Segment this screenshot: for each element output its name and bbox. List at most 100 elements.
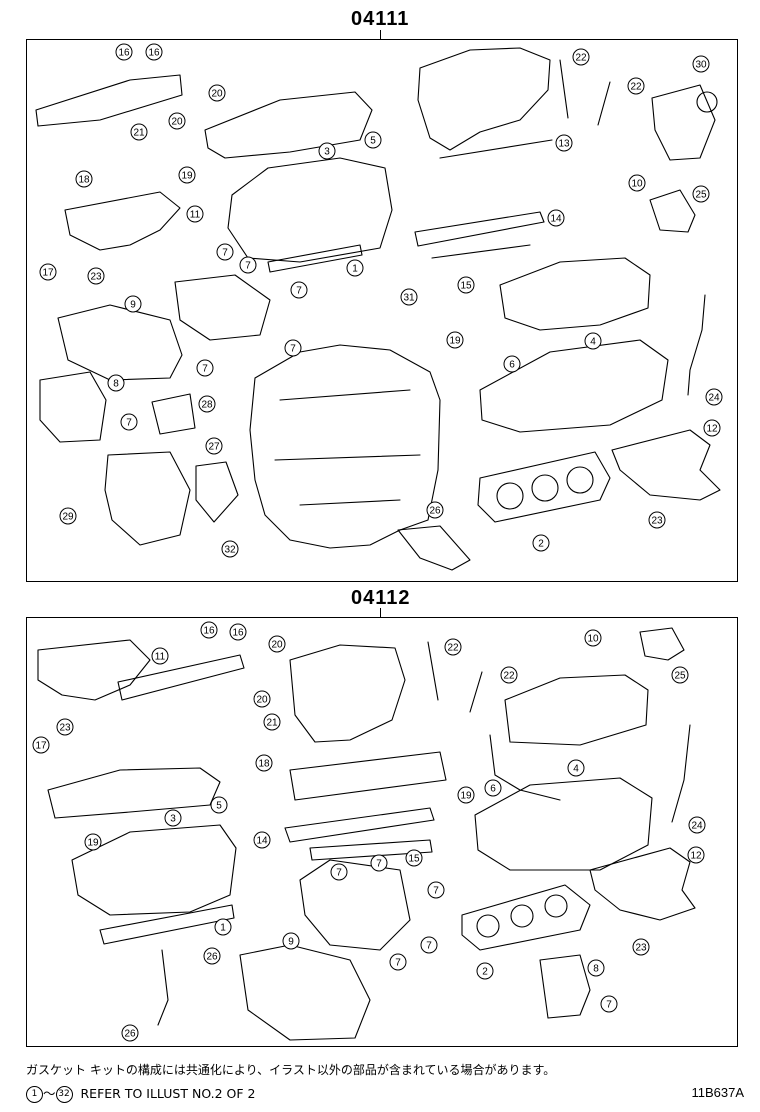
callout-9: 9 bbox=[124, 295, 142, 313]
svg-text:23: 23 bbox=[651, 516, 663, 527]
callout-16: 16 bbox=[229, 623, 247, 641]
svg-text:20: 20 bbox=[271, 640, 283, 651]
callout-14: 14 bbox=[547, 209, 565, 227]
valve-cover-left-part bbox=[204, 91, 373, 159]
svg-text:26: 26 bbox=[124, 1029, 136, 1040]
svg-text:21: 21 bbox=[133, 128, 145, 139]
svg-text:6: 6 bbox=[509, 360, 515, 371]
callout-16: 16 bbox=[145, 43, 163, 61]
callout-5: 5 bbox=[364, 131, 382, 149]
water-pump-part bbox=[649, 189, 696, 233]
callout-15: 15 bbox=[457, 276, 475, 294]
svg-text:20: 20 bbox=[211, 89, 223, 100]
svg-text:30: 30 bbox=[695, 60, 707, 71]
section-leader-04111 bbox=[380, 30, 381, 40]
callout-23: 23 bbox=[648, 511, 666, 529]
callout-21: 21 bbox=[263, 713, 281, 731]
range-tilde: 〜 bbox=[43, 1086, 56, 1101]
callout-30: 30 bbox=[692, 55, 710, 73]
svg-text:7: 7 bbox=[376, 859, 382, 870]
svg-text:24: 24 bbox=[708, 393, 720, 404]
svg-text:20: 20 bbox=[256, 695, 268, 706]
svg-text:16: 16 bbox=[232, 628, 244, 639]
svg-text:26: 26 bbox=[206, 952, 218, 963]
callout-7: 7 bbox=[420, 936, 438, 954]
svg-text:7: 7 bbox=[296, 286, 302, 297]
callout-7: 7 bbox=[389, 953, 407, 971]
callout-16: 16 bbox=[115, 43, 133, 61]
svg-text:16: 16 bbox=[118, 48, 130, 59]
callout-7: 7 bbox=[370, 854, 388, 872]
svg-text:15: 15 bbox=[408, 854, 420, 865]
svg-text:5: 5 bbox=[370, 136, 376, 147]
callout-26: 26 bbox=[203, 947, 221, 965]
svg-text:7: 7 bbox=[126, 418, 132, 429]
callout-2: 2 bbox=[532, 534, 550, 552]
svg-text:7: 7 bbox=[433, 886, 439, 897]
callout-15: 15 bbox=[405, 849, 423, 867]
callout-23: 23 bbox=[56, 718, 74, 736]
svg-text:2: 2 bbox=[482, 967, 488, 978]
callout-4: 4 bbox=[567, 759, 585, 777]
timing-case-part bbox=[104, 451, 191, 546]
callout-19: 19 bbox=[446, 331, 464, 349]
callout-1: 1 bbox=[214, 918, 232, 936]
svg-text:27: 27 bbox=[208, 442, 220, 453]
timing-belt-cover-part-b bbox=[239, 944, 371, 1041]
callout-18: 18 bbox=[75, 170, 93, 188]
callout-22: 22 bbox=[627, 77, 645, 95]
svg-text:3: 3 bbox=[324, 147, 330, 158]
callout-12: 12 bbox=[703, 419, 721, 437]
svg-text:1: 1 bbox=[352, 264, 358, 275]
callout-28: 28 bbox=[198, 395, 216, 413]
footer-note-jp: ガスケット キットの構成には共通化により、イラスト以外の部品が含まれている場合が… bbox=[26, 1063, 556, 1077]
callout-4: 4 bbox=[584, 332, 602, 350]
exhaust-manifold-left-part bbox=[64, 191, 181, 251]
svg-text:7: 7 bbox=[222, 248, 228, 259]
callout-22: 22 bbox=[444, 638, 462, 656]
callout-25: 25 bbox=[671, 666, 689, 684]
callout-10: 10 bbox=[628, 174, 646, 192]
range-text: REFER TO ILLUST NO.2 OF 2 bbox=[80, 1086, 256, 1101]
timing-cover-part-b bbox=[299, 859, 411, 951]
footer-range-note: 1〜32 REFER TO ILLUST NO.2 OF 2 bbox=[26, 1083, 256, 1103]
rocker-rail-part bbox=[35, 74, 183, 127]
callout-3: 3 bbox=[318, 142, 336, 160]
svg-text:19: 19 bbox=[181, 171, 193, 182]
callout-7: 7 bbox=[290, 281, 308, 299]
callout-24: 24 bbox=[705, 388, 723, 406]
cylinder-head-right-part-b bbox=[474, 777, 653, 871]
callout-7: 7 bbox=[196, 359, 214, 377]
callout-7: 7 bbox=[120, 413, 138, 431]
svg-text:31: 31 bbox=[403, 293, 415, 304]
range-end-badge: 32 bbox=[55, 1086, 73, 1103]
intake-gasket-part-2 bbox=[414, 211, 545, 247]
callout-21: 21 bbox=[130, 123, 148, 141]
svg-text:22: 22 bbox=[630, 82, 642, 93]
callout-9: 9 bbox=[282, 932, 300, 950]
svg-text:29: 29 bbox=[62, 512, 74, 523]
svg-text:9: 9 bbox=[288, 937, 294, 948]
callout-11: 11 bbox=[186, 205, 204, 223]
svg-text:11: 11 bbox=[155, 652, 166, 663]
svg-text:6: 6 bbox=[490, 784, 496, 795]
svg-text:3: 3 bbox=[170, 814, 176, 825]
callout-16: 16 bbox=[200, 621, 218, 639]
callout-20: 20 bbox=[168, 112, 186, 130]
callout-26: 26 bbox=[426, 501, 444, 519]
callout-23: 23 bbox=[87, 267, 105, 285]
diagram-panel-04112 bbox=[26, 617, 738, 1047]
callout-20: 20 bbox=[268, 635, 286, 653]
head-gasket-right-part-b bbox=[461, 884, 591, 951]
callout-19: 19 bbox=[178, 166, 196, 184]
seal-housing-part bbox=[651, 84, 716, 161]
range-start-badge: 1 bbox=[26, 1086, 43, 1103]
svg-text:26: 26 bbox=[429, 506, 441, 517]
svg-text:22: 22 bbox=[503, 671, 515, 682]
svg-text:4: 4 bbox=[590, 337, 596, 348]
callout-7: 7 bbox=[427, 881, 445, 899]
head-gasket-right-part bbox=[477, 451, 611, 523]
intake-manifold-part-b bbox=[289, 644, 406, 743]
